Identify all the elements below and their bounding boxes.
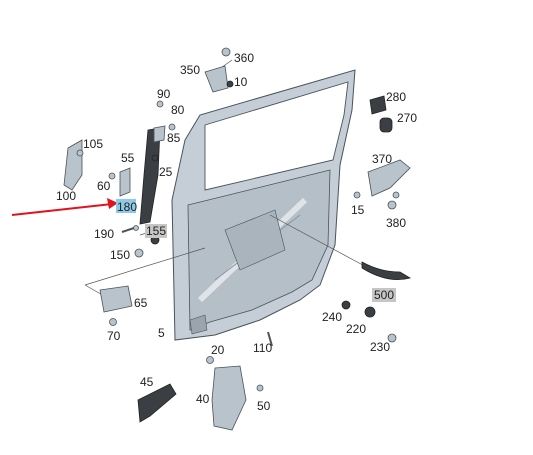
small-parts xyxy=(63,47,412,431)
highlight-155 xyxy=(145,224,167,238)
label-105: 105 xyxy=(83,137,103,151)
label-70: 70 xyxy=(107,329,121,343)
label-240: 240 xyxy=(322,310,342,324)
label-360: 360 xyxy=(234,51,254,65)
label-155: 155 xyxy=(146,224,166,238)
label-230: 230 xyxy=(370,340,390,354)
label-85: 85 xyxy=(167,131,181,145)
label-350: 350 xyxy=(180,63,200,77)
label-100: 100 xyxy=(56,189,76,203)
label-40: 40 xyxy=(196,392,210,406)
label-380: 380 xyxy=(386,216,406,230)
highlight-500 xyxy=(372,288,396,302)
part-labels: 360 350 10 90 80 85 105 55 60 25 100 180… xyxy=(56,51,417,413)
label-45: 45 xyxy=(140,375,154,389)
label-370: 370 xyxy=(372,152,392,166)
label-25: 25 xyxy=(159,165,173,179)
label-110: 110 xyxy=(253,341,272,355)
label-270: 270 xyxy=(397,111,417,125)
label-220: 220 xyxy=(346,322,366,336)
label-20: 20 xyxy=(211,343,225,357)
label-280: 280 xyxy=(386,90,406,104)
label-60: 60 xyxy=(97,179,111,193)
label-500: 500 xyxy=(374,288,394,302)
label-10: 10 xyxy=(234,75,248,89)
label-90: 90 xyxy=(157,87,171,101)
pointer-arrow xyxy=(11,198,118,216)
hinge-strap-part xyxy=(139,125,166,225)
label-80: 80 xyxy=(171,103,185,117)
sliding-door-panel xyxy=(171,69,356,341)
label-150: 150 xyxy=(110,248,130,262)
label-50: 50 xyxy=(257,399,271,413)
label-180: 180 xyxy=(117,200,137,214)
label-65: 65 xyxy=(134,296,148,310)
label-190: 190 xyxy=(94,227,114,241)
highlight-180 xyxy=(116,199,136,213)
label-5: 5 xyxy=(158,326,165,340)
label-15: 15 xyxy=(351,203,365,217)
label-55: 55 xyxy=(121,151,135,165)
